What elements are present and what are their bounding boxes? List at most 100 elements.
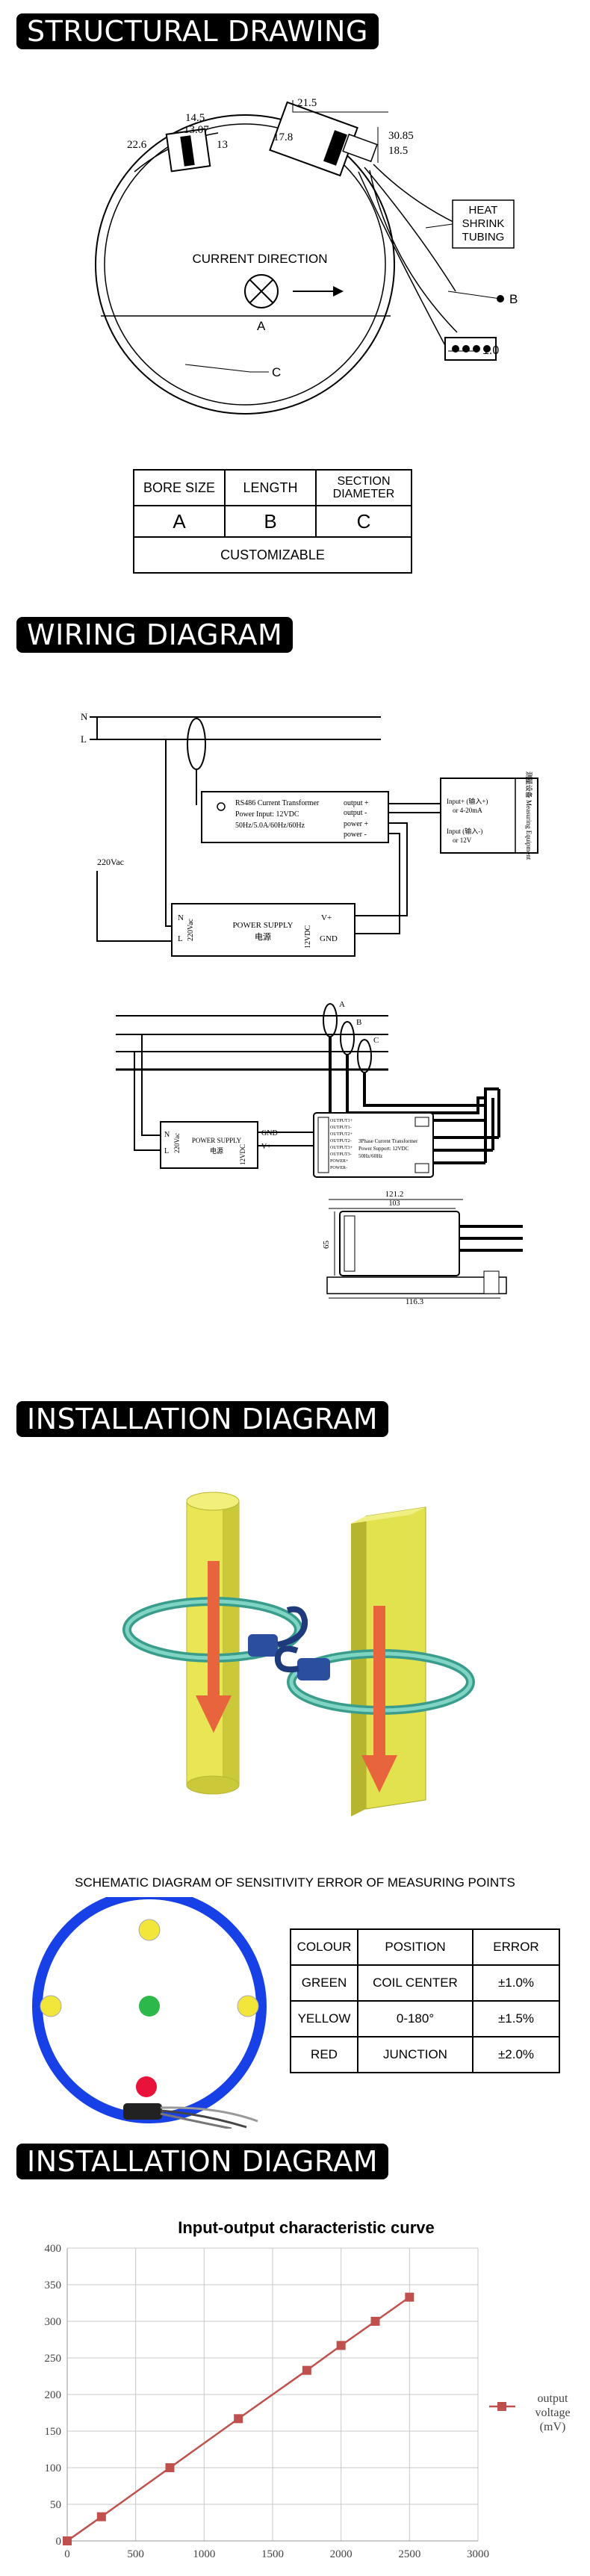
err-cell: YELLOW (290, 2000, 358, 2037)
meter-input-1: Input+ (输入+) (447, 797, 488, 805)
data-point (96, 2512, 106, 2521)
transformer-title: RS486 Current Transformer (235, 799, 320, 807)
y-tick-label: 300 (45, 2316, 62, 2328)
line-n-label: N (81, 711, 88, 722)
sensitivity-error-table: COLOUR POSITION ERROR GREEN COIL CENTER … (290, 1928, 560, 2073)
yellow-point-right (237, 1995, 259, 2017)
current-direction-label: CURRENT DIRECTION (192, 252, 327, 266)
transformer-pin-2: output - (344, 809, 367, 817)
dim-14-5: 14.5 (185, 112, 205, 124)
ps2-title: POWER SUPPLY (192, 1137, 242, 1144)
dim-17-8: 17.8 (273, 131, 293, 143)
dim-footer-customizable: CUSTOMIZABLE (133, 536, 412, 574)
transformer-pin-3: power + (344, 820, 368, 828)
ps2-vin: 220Vac (173, 1133, 181, 1153)
module-pin-2: OUTPUT1- (330, 1126, 352, 1130)
legend-label: voltage (535, 2406, 570, 2419)
legend-label: (mV) (540, 2421, 566, 2433)
ps1-vin: 220Vac (187, 918, 195, 941)
ps1-title-cn: 电源 (255, 931, 271, 942)
three-phase-module (313, 1112, 434, 1178)
module-pin-8: POWER- (330, 1166, 347, 1170)
ps1-n: N (178, 913, 184, 922)
ps1-vout: 12VDC (304, 925, 312, 949)
dim-13: 13 (217, 139, 228, 151)
label-a-marker: A (257, 319, 266, 333)
dim-18-5: 18.5 (388, 145, 408, 157)
data-point (165, 2463, 175, 2472)
ps2-vplus: V+ (261, 1143, 271, 1151)
data-point (405, 2292, 414, 2302)
current-arrow-left (196, 1561, 232, 1733)
dim-1-0: 1.0 (482, 344, 499, 357)
v220-label: 220Vac (97, 857, 124, 867)
red-point-junction (136, 2076, 157, 2097)
dim-header-length: LENGTH (224, 469, 317, 506)
installation-diagram-header-1: INSTALLATION DIAGRAM (16, 1401, 388, 1437)
ps2-vout: 12VDC (239, 1144, 246, 1165)
module-pin-6: OUTPUT3- (330, 1152, 352, 1157)
dim-left-65: 65 (322, 1241, 331, 1250)
coil-inner-ring (104, 123, 386, 406)
dim-header-bore: BORE SIZE (133, 469, 226, 506)
ps2-gnd: GND (261, 1129, 278, 1138)
transformer-power: Power Input: 12VDC (235, 810, 299, 819)
heat-shrink-line3: TUBING (462, 231, 505, 243)
green-point-center (139, 1996, 160, 2017)
data-point (234, 2414, 243, 2424)
heat-shrink-line1: HEAT (469, 204, 498, 217)
ps2-title-cn: 电源 (210, 1146, 223, 1155)
measuring-equipment-box (440, 778, 538, 854)
module-power: Power Support: 12VDC (358, 1146, 409, 1152)
structural-drawing: HEAT SHRINK TUBING B 1.0 14.5 13.07 13 2… (95, 97, 518, 415)
line-l-label: L (81, 733, 87, 745)
x-tick-label: 500 (127, 2548, 144, 2560)
err-cell: COIL CENTER (357, 1964, 473, 2002)
heat-shrink-line2: SHRINK (462, 217, 505, 230)
y-tick-label: 400 (45, 2243, 62, 2255)
ps1-vplus: V+ (321, 913, 332, 922)
input-output-chart: Input-output characteristic curve 0 500 10… (45, 2218, 571, 2560)
structural-drawing-header: STRUCTURAL DRAWING (16, 13, 379, 49)
module-pin-7: POWER+ (330, 1159, 349, 1164)
ps1-gnd: GND (320, 934, 338, 943)
err-cell: 0-180° (357, 2000, 473, 2037)
ct-phase-b-icon (340, 1021, 355, 1055)
err-row-green: GREEN COIL CENTER ±1.0% (290, 1964, 560, 2002)
dim-top-103: 103 (389, 1199, 400, 1208)
transformer-box (201, 791, 389, 843)
module-pin-4: OUTPUT2- (330, 1139, 352, 1143)
err-header-position: POSITION (357, 1928, 473, 1966)
dim-13-07: 13.07 (184, 124, 209, 136)
dim-value-a: A (133, 505, 226, 538)
dim-value-b: B (224, 505, 317, 538)
sensitivity-diagram (32, 1897, 267, 2129)
chart-title: Input-output characteristic curve (178, 2218, 435, 2237)
meter-input-1b: or 4-20mA (453, 807, 482, 814)
series-line (66, 2296, 411, 2542)
heat-shrink-label-box (452, 199, 515, 249)
phase-a-label: A (339, 1000, 345, 1009)
module-pin-5: OUTPUT3+ (330, 1146, 353, 1150)
dim-30-85: 30.85 (388, 130, 414, 142)
data-point (336, 2341, 346, 2350)
err-header-colour: COLOUR (290, 1928, 358, 1966)
transformer-pin-1: output + (344, 799, 369, 807)
y-tick-label: 100 (45, 2462, 62, 2474)
module-dimension-drawing (339, 1211, 460, 1276)
label-c-marker: C (272, 365, 281, 379)
ct-coil-icon (187, 718, 206, 770)
err-row-yellow: YELLOW 0-180° ±1.5% (290, 2000, 560, 2037)
meter-input-2: Input (输入-) (447, 827, 482, 835)
data-point (302, 2365, 311, 2375)
wiring-diagram: N L RS486 Current Transformer Power Inpu… (81, 711, 538, 1306)
x-tick-label: 2500 (398, 2548, 420, 2560)
coil-clip-left (165, 128, 211, 173)
data-point (370, 2317, 380, 2326)
err-cell: RED (290, 2036, 358, 2073)
err-header-error: ERROR (472, 1928, 560, 1966)
y-tick-label: 150 (45, 2426, 62, 2438)
ct-phase-c-icon (357, 1039, 372, 1073)
y-tick-label: 0 (56, 2536, 62, 2548)
ps2-l: L (164, 1147, 169, 1155)
